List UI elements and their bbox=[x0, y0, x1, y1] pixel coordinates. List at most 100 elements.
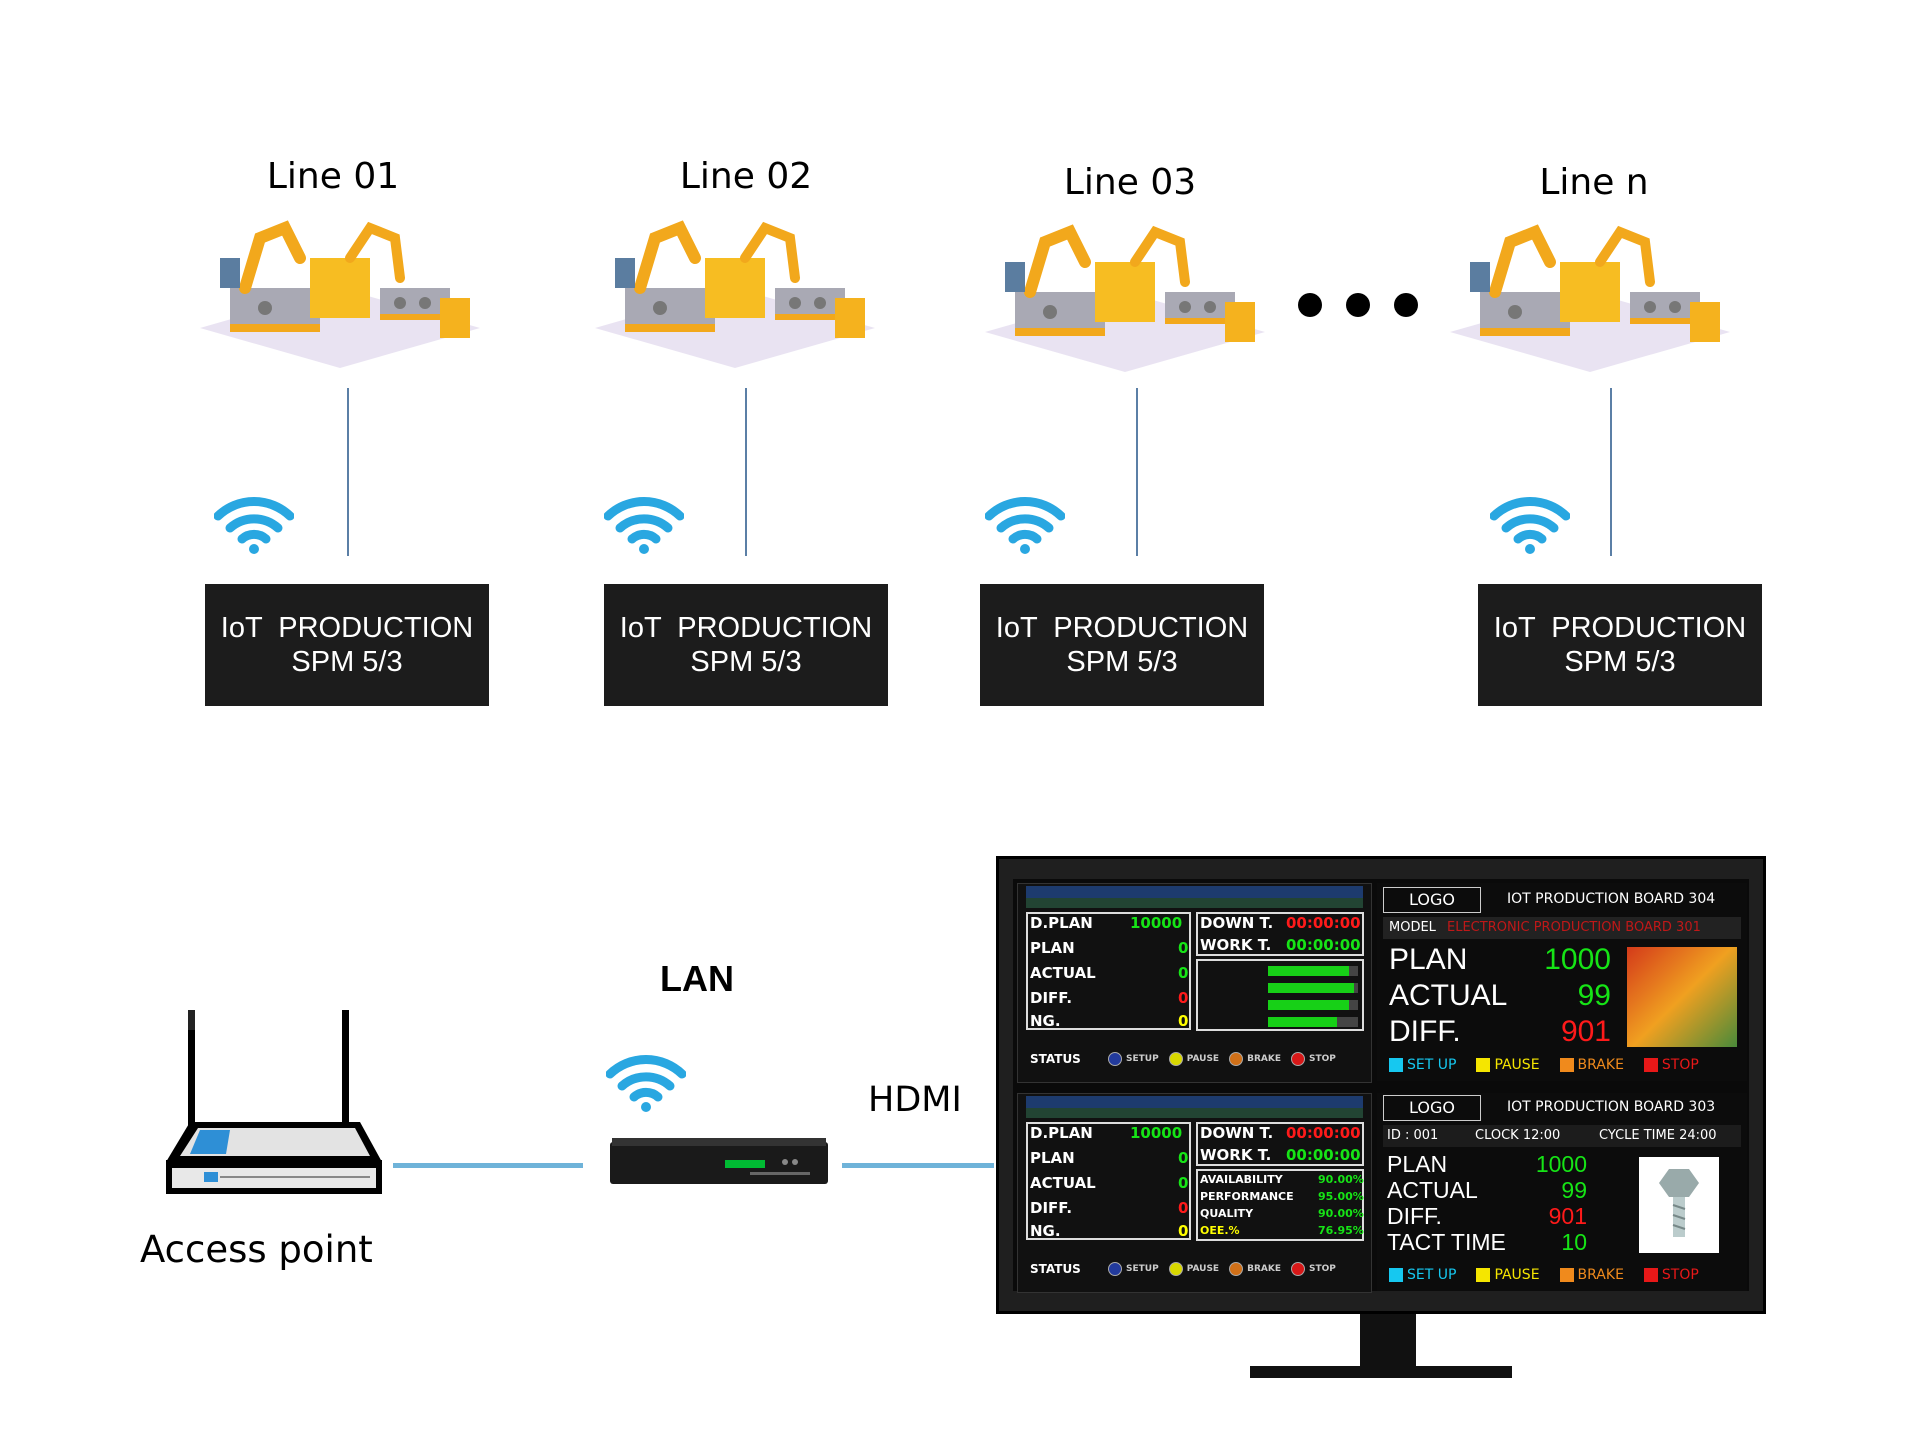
dplan-value: 10000 bbox=[1130, 914, 1183, 932]
status-legend-a2: SETUP PAUSE BRAKE STOP bbox=[1108, 1262, 1336, 1276]
ng-label: NG. bbox=[1030, 1012, 1061, 1030]
availability-bar bbox=[1268, 966, 1358, 976]
board-b-plan-label: PLAN bbox=[1389, 943, 1468, 976]
lan-label: LAN bbox=[660, 958, 734, 999]
access-point-label: Access point bbox=[140, 1228, 373, 1271]
board-c-title: IOT PRODUCTION BOARD 303 bbox=[1507, 1099, 1716, 1115]
board-b-model-value: ELECTRONIC PRODUCTION BOARD 301 bbox=[1447, 920, 1701, 935]
work-time-label: WORK T. bbox=[1200, 1146, 1272, 1164]
wifi-icon bbox=[984, 494, 1066, 559]
board-c-diff-value: 901 bbox=[1548, 1203, 1587, 1229]
availability-label: AVAILABILITY bbox=[1200, 1173, 1283, 1186]
actual-value: 0 bbox=[1178, 1174, 1189, 1192]
oee-value: 76.95% bbox=[1318, 1224, 1364, 1237]
down-time-value: 00:00:00 bbox=[1286, 1124, 1361, 1142]
quality-bar bbox=[1268, 1000, 1358, 1010]
iot-box-line2: SPM 5/3 bbox=[1066, 646, 1178, 678]
product-image bbox=[1627, 947, 1737, 1047]
board-b-diff-label: DIFF. bbox=[1389, 1015, 1461, 1048]
iot-box-line1: IoT PRODUCTION bbox=[220, 612, 474, 644]
monitor-neck bbox=[1360, 1314, 1416, 1368]
monitor: D.PLAN 10000 PLAN 0 ACTUAL 0 DIFF. 0 NG.… bbox=[996, 856, 1766, 1314]
plan-value: 0 bbox=[1178, 939, 1189, 957]
actual-label: ACTUAL bbox=[1030, 1174, 1096, 1192]
board-b: LOGO IOT PRODUCTION BOARD 304 MODEL ELEC… bbox=[1377, 883, 1747, 1081]
board-b-title: IOT PRODUCTION BOARD 304 bbox=[1507, 891, 1716, 907]
performance-value: 95.00% bbox=[1318, 1190, 1364, 1203]
dplan-value: 10000 bbox=[1130, 1124, 1183, 1142]
bolt-image bbox=[1639, 1157, 1719, 1253]
plan-label: PLAN bbox=[1030, 1149, 1075, 1167]
board-c-logo: LOGO bbox=[1383, 1095, 1481, 1121]
work-time-value: 00:00:00 bbox=[1286, 1146, 1361, 1164]
wifi-icon bbox=[603, 494, 685, 559]
board-b-plan-value: 1000 bbox=[1544, 943, 1611, 976]
quality-label: QUALITY bbox=[1200, 1207, 1254, 1220]
ng-value: 0 bbox=[1178, 1012, 1189, 1030]
status-label: STATUS bbox=[1030, 1262, 1081, 1276]
board-c-plan-label: PLAN bbox=[1387, 1151, 1448, 1177]
diff-label: DIFF. bbox=[1030, 1199, 1073, 1217]
availability-value: 90.00% bbox=[1318, 1173, 1364, 1186]
oee-bar bbox=[1268, 1017, 1358, 1027]
line-title: Line 03 bbox=[1063, 162, 1197, 203]
board-b-diff-value: 901 bbox=[1560, 1015, 1611, 1048]
diff-value: 0 bbox=[1178, 1199, 1189, 1217]
iot-box-line2: SPM 5/3 bbox=[1564, 646, 1676, 678]
down-time-value: 00:00:00 bbox=[1286, 914, 1361, 932]
board-c-cycle-time: CYCLE TIME 24:00 bbox=[1599, 1128, 1717, 1143]
factory-line-icon bbox=[585, 218, 885, 373]
factory-line-icon bbox=[190, 218, 490, 373]
board-b-actual-label: ACTUAL bbox=[1389, 979, 1508, 1012]
ethernet-cable bbox=[393, 1163, 583, 1168]
board-c: LOGO IOT PRODUCTION BOARD 303 ID : 001 C… bbox=[1377, 1093, 1747, 1291]
dplan-label: D.PLAN bbox=[1030, 914, 1093, 932]
ng-label: NG. bbox=[1030, 1222, 1061, 1240]
board-a-top: D.PLAN 10000 PLAN 0 ACTUAL 0 DIFF. 0 NG.… bbox=[1017, 883, 1372, 1083]
performance-label: PERFORMANCE bbox=[1200, 1190, 1294, 1203]
factory-line-icon bbox=[975, 222, 1275, 377]
wifi-icon bbox=[1489, 494, 1571, 559]
iot-box-line1: IoT PRODUCTION bbox=[995, 612, 1249, 644]
hdmi-label: HDMI bbox=[868, 1080, 962, 1120]
ng-value: 0 bbox=[1178, 1222, 1189, 1240]
line-title: Line n bbox=[1539, 162, 1649, 203]
status-legend-a: SETUP PAUSE BRAKE STOP bbox=[1108, 1052, 1336, 1066]
plan-label: PLAN bbox=[1030, 939, 1075, 957]
ellipsis-dot bbox=[1298, 293, 1322, 317]
monitor-base bbox=[1250, 1366, 1512, 1378]
board-a-bottom: D.PLAN 10000 PLAN 0 ACTUAL 0 DIFF. 0 NG.… bbox=[1017, 1093, 1372, 1293]
diff-label: DIFF. bbox=[1030, 989, 1073, 1007]
board-c-id: ID : 001 bbox=[1387, 1128, 1439, 1143]
board-c-tact-value: 10 bbox=[1561, 1229, 1587, 1255]
connector-line bbox=[1610, 388, 1612, 556]
oee-label: OEE.% bbox=[1200, 1224, 1240, 1237]
work-time-value: 00:00:00 bbox=[1286, 936, 1361, 954]
connector-line bbox=[745, 388, 747, 556]
line-title: Line 01 bbox=[266, 156, 400, 197]
line-title: Line 02 bbox=[679, 156, 813, 197]
board-c-actual-value: 99 bbox=[1561, 1177, 1587, 1203]
board-b-actual-value: 99 bbox=[1577, 979, 1611, 1012]
board-b-logo: LOGO bbox=[1383, 887, 1481, 913]
board-c-plan-value: 1000 bbox=[1535, 1151, 1587, 1177]
diff-value: 0 bbox=[1178, 989, 1189, 1007]
board-c-diff-label: DIFF. bbox=[1387, 1203, 1442, 1229]
iot-box-line1: IoT PRODUCTION bbox=[619, 612, 873, 644]
actual-label: ACTUAL bbox=[1030, 964, 1096, 982]
monitor-screen: D.PLAN 10000 PLAN 0 ACTUAL 0 DIFF. 0 NG.… bbox=[1013, 879, 1749, 1293]
board-b-legend: SET UP PAUSE BRAKE STOP bbox=[1389, 1057, 1699, 1073]
quality-value: 90.00% bbox=[1318, 1207, 1364, 1220]
dplan-label: D.PLAN bbox=[1030, 1124, 1093, 1142]
plan-value: 0 bbox=[1178, 1149, 1189, 1167]
down-time-label: DOWN T. bbox=[1200, 1124, 1274, 1142]
factory-line-icon bbox=[1440, 222, 1740, 377]
ellipsis-dot bbox=[1394, 293, 1418, 317]
board-c-legend: SET UP PAUSE BRAKE STOP bbox=[1389, 1267, 1699, 1283]
router-icon bbox=[160, 1010, 390, 1195]
connector-line bbox=[1136, 388, 1138, 556]
